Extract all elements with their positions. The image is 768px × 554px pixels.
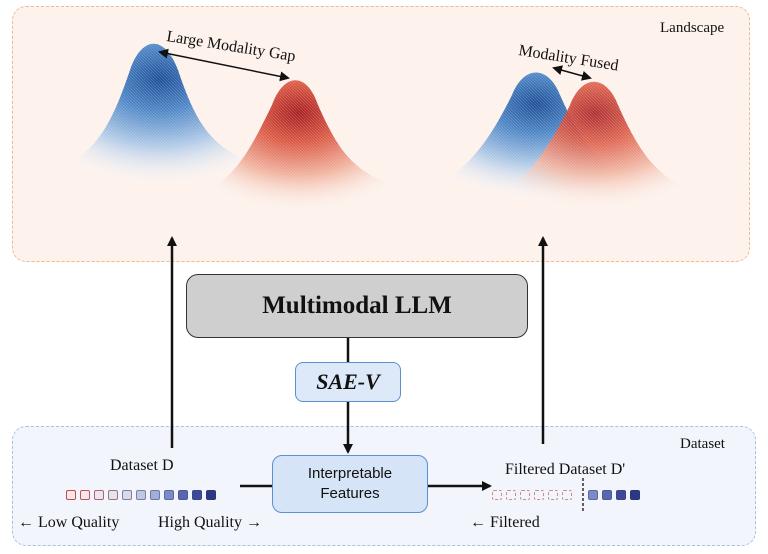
sae-v-box: SAE-V <box>295 362 401 402</box>
data-sample <box>66 490 76 500</box>
kept-sample <box>630 490 640 500</box>
data-sample <box>150 490 160 500</box>
right-landscape <box>440 72 690 209</box>
filtered-out-sample <box>492 490 502 500</box>
features-line2: Features <box>320 485 380 502</box>
dataset-d-label: Dataset D <box>110 457 174 474</box>
left-landscape <box>60 43 392 212</box>
filtered-label: ← Filtered <box>470 514 540 531</box>
dataset-label: Dataset <box>680 436 725 452</box>
data-sample <box>206 490 216 500</box>
interpretable-features-box: Interpretable Features <box>272 455 428 513</box>
data-sample <box>192 490 202 500</box>
kept-sample <box>602 490 612 500</box>
filtered-out-sample <box>548 490 558 500</box>
data-sample <box>94 490 104 500</box>
kept-sample <box>588 490 598 500</box>
data-sample <box>178 490 188 500</box>
filtered-out-sample <box>520 490 530 500</box>
filtered-dataset-label: Filtered Dataset D' <box>505 461 626 478</box>
data-sample <box>136 490 146 500</box>
high-quality-label: High Quality → <box>158 514 262 531</box>
multimodal-llm-box: Multimodal LLM <box>186 274 528 338</box>
filtered-out-sample <box>506 490 516 500</box>
data-sample <box>108 490 118 500</box>
landscape-label: Landscape <box>660 20 725 36</box>
data-sample <box>80 490 90 500</box>
features-line1: Interpretable <box>307 465 393 482</box>
kept-sample <box>616 490 626 500</box>
filtered-out-sample <box>562 490 572 500</box>
data-sample <box>122 490 132 500</box>
low-quality-label: ← Low Quality <box>18 514 120 531</box>
data-sample <box>164 490 174 500</box>
filtered-out-sample <box>534 490 544 500</box>
